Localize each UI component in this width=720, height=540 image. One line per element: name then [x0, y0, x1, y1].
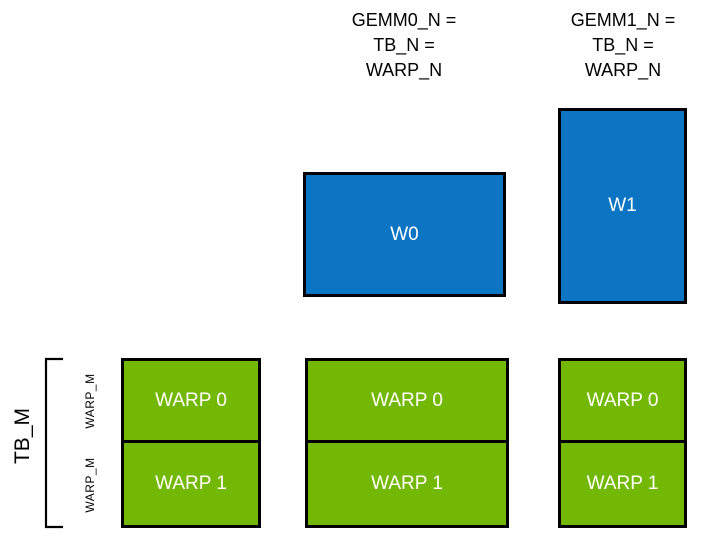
warp-cell: WARP 0: [308, 361, 506, 443]
thread-block-column-0: WARP 0 WARP 1: [121, 358, 261, 528]
warp-cell-label: WARP 0: [586, 389, 659, 411]
brace-icon: [44, 357, 64, 529]
warp-cell: WARP 1: [561, 443, 684, 525]
warp-cell: WARP 0: [124, 361, 258, 443]
warp-tile-w1: W1: [558, 108, 687, 304]
warp-cell-label: WARP 0: [155, 389, 227, 411]
warp-cell-label: WARP 1: [155, 473, 227, 494]
axis-label-warp-m-top: WARP_M: [83, 373, 97, 429]
axis-label-warp-m-bottom: WARP_M: [83, 457, 97, 513]
warp-cell: WARP 1: [124, 443, 258, 525]
warp-cell-label: WARP 1: [586, 473, 659, 494]
column-caption-gemm1: GEMM1_N = TB_N = WARP_N: [570, 10, 676, 80]
warp-cell-label: WARP 0: [371, 389, 443, 411]
tb-m-brace: [41, 357, 64, 529]
warp-cell-label: WARP 1: [371, 473, 443, 494]
warp-cell: WARP 1: [308, 443, 506, 525]
warp-cell: WARP 0: [561, 361, 684, 443]
thread-block-column-2: WARP 0 WARP 1: [558, 358, 687, 528]
warp-tile-w0: W0: [303, 172, 506, 297]
thread-block-column-1: WARP 0 WARP 1: [305, 358, 509, 528]
column-caption-gemm0: GEMM0_N = TB_N = WARP_N: [351, 10, 457, 80]
axis-label-tb-m: TB_M: [11, 408, 34, 465]
warp-tile-w1-label: W1: [608, 195, 637, 216]
warp-tile-w0-label: W0: [390, 223, 419, 245]
